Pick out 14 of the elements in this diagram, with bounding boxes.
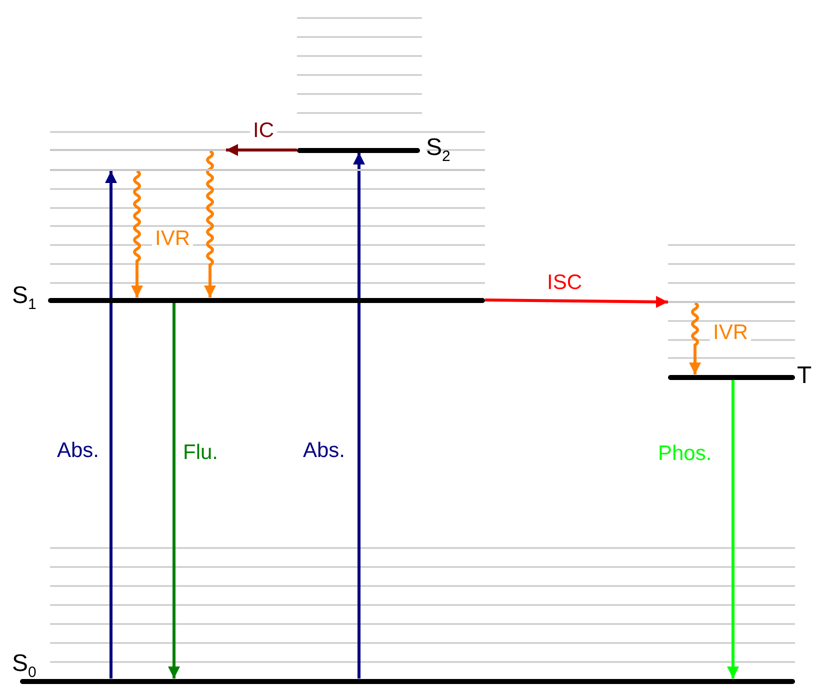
level-label: S$_{0}$ bbox=[12, 652, 36, 683]
edge-label: IVR bbox=[710, 322, 752, 344]
arrow bbox=[168, 302, 180, 678]
level-label: S$_{2}$ bbox=[426, 136, 450, 167]
arrow bbox=[226, 144, 297, 156]
arrow bbox=[105, 171, 117, 678]
arrow bbox=[727, 380, 739, 678]
wavy-arrow bbox=[131, 170, 143, 298]
wavy-arrow bbox=[689, 302, 701, 374]
arrow bbox=[353, 152, 365, 678]
level-label: S$_{1}$ bbox=[12, 284, 36, 315]
wavy-arrow bbox=[204, 150, 216, 298]
level-label: T bbox=[797, 364, 812, 388]
arrow bbox=[484, 296, 668, 308]
